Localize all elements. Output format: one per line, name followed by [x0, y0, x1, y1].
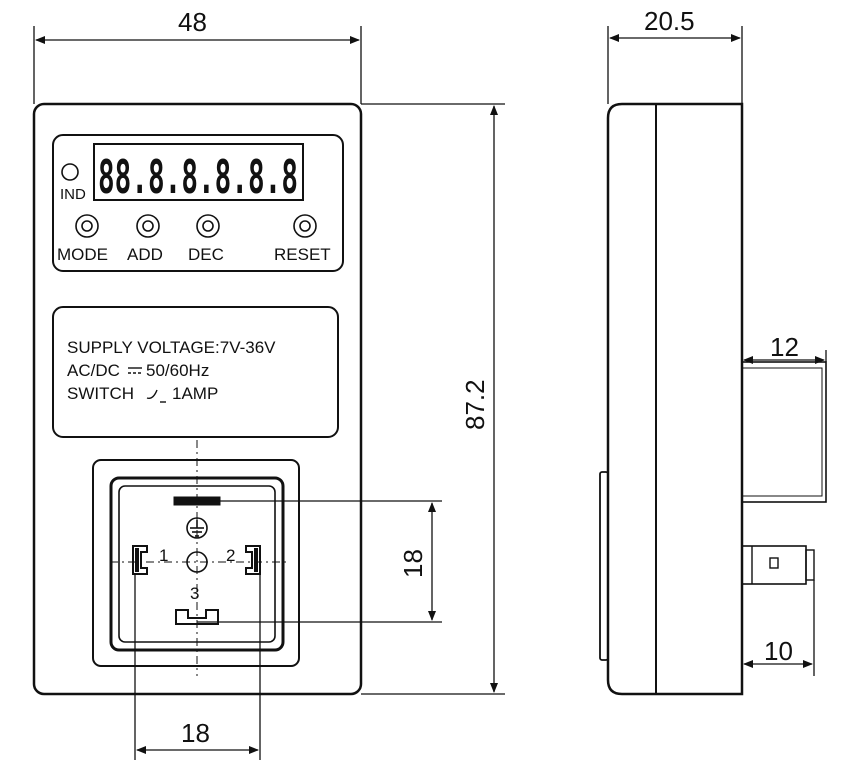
button-label-add: ADD [127, 245, 163, 264]
button-reset[interactable] [293, 214, 317, 238]
spec-line-1: SUPPLY VOLTAGE:7V-36V [67, 338, 276, 357]
button-dec[interactable] [196, 214, 220, 238]
socket-frame [92, 459, 300, 667]
pin-1-label: 1 [159, 546, 168, 565]
spec-line-3-value: 1AMP [172, 384, 218, 403]
button-label-dec: DEC [188, 245, 224, 264]
button-label-reset: RESET [274, 245, 331, 264]
dim-side-width: 20.5 [644, 6, 695, 36]
spec-line-2-value: 50/60Hz [146, 361, 209, 380]
dim-socket-horizontal: 18 [181, 718, 210, 748]
digit-window [93, 143, 304, 201]
side-view [599, 102, 827, 696]
spec-line-3: SWITCH [67, 384, 134, 403]
indicator-label: IND [60, 186, 86, 203]
pin-2-contact [245, 545, 261, 575]
indicator-led [61, 163, 79, 181]
spec-line-2: AC/DC [67, 361, 120, 380]
pin-2-label: 2 [226, 546, 235, 565]
pin-3-label: 3 [190, 584, 199, 603]
dim-socket-vertical: 18 [398, 549, 428, 578]
button-add[interactable] [136, 214, 160, 238]
dim-front-width: 48 [178, 7, 207, 37]
display-panel [52, 134, 344, 272]
button-label-mode: MODE [57, 245, 108, 264]
dimension-lines-front [33, 26, 505, 760]
pin-1-contact [132, 545, 148, 575]
plug-prong-upper [741, 361, 827, 503]
side-body [606, 102, 744, 696]
spec-label-panel [52, 306, 339, 438]
side-rear-strip [599, 471, 609, 661]
dim-plug-offset: 12 [770, 332, 799, 362]
ac-dc-symbol-icon [128, 367, 142, 374]
front-body [32, 102, 363, 696]
dimension-lines-side [607, 26, 827, 676]
dim-height: 87.2 [460, 379, 490, 430]
button-mode[interactable] [75, 214, 99, 238]
dim-plug-length: 10 [764, 636, 793, 666]
switch-symbol-icon [146, 389, 166, 403]
digit-display: 88.8.8.8.8.8 [98, 150, 298, 204]
pin-3-contact [175, 609, 219, 625]
